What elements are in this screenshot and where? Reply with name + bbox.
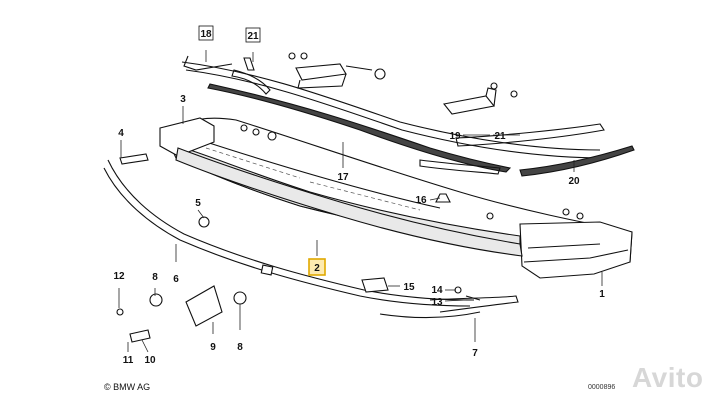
callout-3: 3 xyxy=(180,94,186,105)
svg-text:18: 18 xyxy=(200,29,212,40)
callout-2-highlighted: 2 xyxy=(308,258,326,276)
callout-18: 18 xyxy=(198,25,214,41)
callout-14: 14 xyxy=(431,285,443,296)
callout-20: 20 xyxy=(568,176,580,187)
callout-21-top: 21 xyxy=(245,27,261,43)
callout-8-lower: 8 xyxy=(237,342,243,353)
lower-left-hardware xyxy=(116,285,247,343)
svg-text:15: 15 xyxy=(403,282,415,293)
svg-text:21: 21 xyxy=(494,131,506,142)
svg-text:6: 6 xyxy=(173,274,179,285)
callout-10: 10 xyxy=(144,355,156,366)
svg-text:3: 3 xyxy=(180,94,186,105)
svg-text:17: 17 xyxy=(337,172,349,183)
leader-lines xyxy=(118,50,603,353)
svg-text:1: 1 xyxy=(599,289,605,300)
callout-11: 11 xyxy=(123,355,134,366)
bumper-end-cap xyxy=(519,221,633,279)
svg-text:20: 20 xyxy=(568,176,580,187)
clip-15 xyxy=(361,277,389,293)
svg-text:16: 16 xyxy=(415,195,427,206)
lower-spoiler-trim xyxy=(103,159,519,319)
svg-text:11: 11 xyxy=(123,355,134,366)
copyright-notice: © BMW AG xyxy=(104,382,151,392)
svg-text:5: 5 xyxy=(195,198,201,209)
callout-16: 16 xyxy=(415,195,427,206)
drawing-number: 0000896 xyxy=(588,384,616,391)
callout-21-right: 21 xyxy=(494,131,506,142)
avito-watermark: Avito xyxy=(632,362,704,393)
upper-mount-bracket xyxy=(288,52,386,89)
callout-13: 13 xyxy=(431,297,443,308)
svg-text:9: 9 xyxy=(210,342,216,353)
callout-7: 7 xyxy=(472,348,478,359)
svg-text:13: 13 xyxy=(431,297,443,308)
callout-5: 5 xyxy=(195,198,201,209)
callout-9: 9 xyxy=(210,342,216,353)
right-mount-bracket xyxy=(443,82,518,115)
callout-15: 15 xyxy=(403,282,415,293)
fasteners xyxy=(198,124,584,301)
svg-text:7: 7 xyxy=(472,348,478,359)
svg-text:2: 2 xyxy=(314,263,320,274)
callout-1: 1 xyxy=(599,289,605,300)
svg-text:12: 12 xyxy=(113,271,125,282)
bumper-impact-strip xyxy=(175,147,523,257)
svg-text:10: 10 xyxy=(144,355,156,366)
svg-text:8: 8 xyxy=(152,272,158,283)
callout-19: 19 xyxy=(449,131,461,142)
svg-text:14: 14 xyxy=(431,285,443,296)
callout-8-upper: 8 xyxy=(152,272,158,283)
callout-4: 4 xyxy=(118,128,124,139)
svg-text:4: 4 xyxy=(118,128,124,139)
svg-text:8: 8 xyxy=(237,342,243,353)
callout-6: 6 xyxy=(173,274,179,285)
svg-text:21: 21 xyxy=(247,31,259,42)
callout-12: 12 xyxy=(113,271,125,282)
end-strip-4 xyxy=(119,153,149,165)
callout-17: 17 xyxy=(337,172,349,183)
callouts: 18 21 3 4 19 21 17 20 5 16 2 15 14 13 1 … xyxy=(113,25,605,366)
trim-bracket-21 xyxy=(231,57,271,95)
svg-text:19: 19 xyxy=(449,131,461,142)
